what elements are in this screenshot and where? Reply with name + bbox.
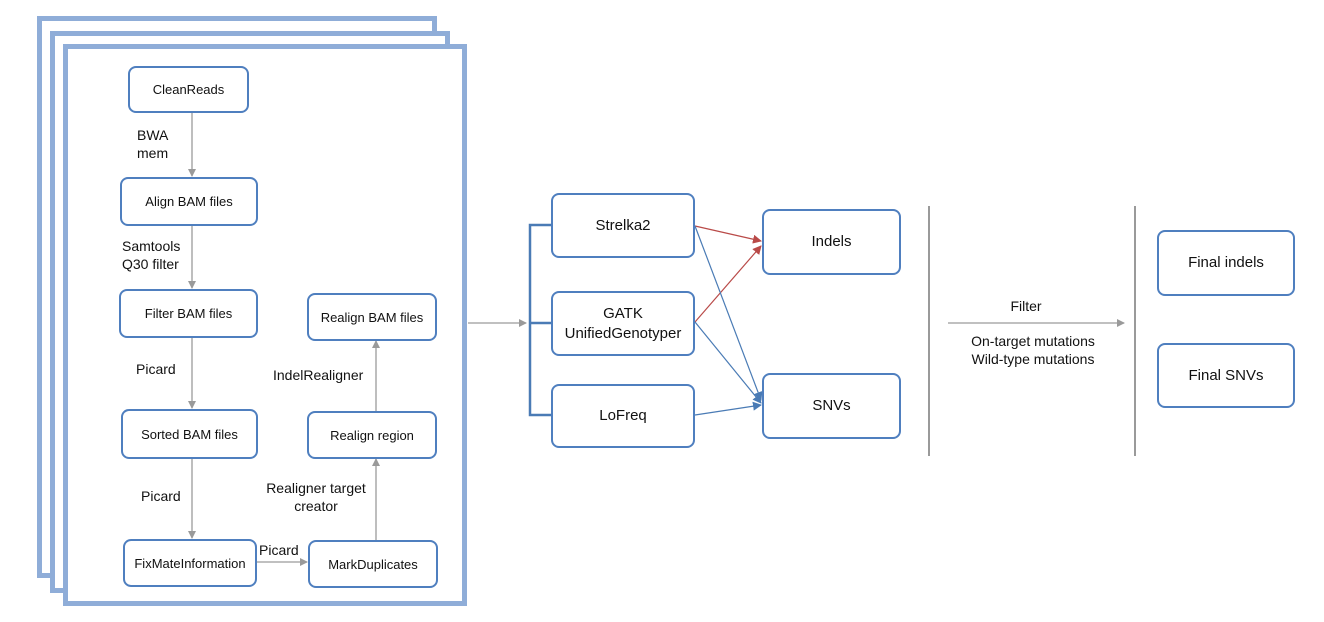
final-snvs-box: Final SNVs bbox=[1157, 343, 1295, 408]
realign-region-box: Realign region bbox=[307, 411, 437, 459]
final-indels-box: Final indels bbox=[1157, 230, 1295, 296]
fixmate-label: FixMateInformation bbox=[134, 555, 246, 571]
strelka-box: Strelka2 bbox=[551, 193, 695, 258]
bwa-mem-label: BWA mem bbox=[137, 127, 169, 161]
final-indels-label: Final indels bbox=[1188, 254, 1264, 271]
sorted-bam-label: Sorted BAM files bbox=[141, 426, 238, 442]
samtools-label: Samtools Q30 filter bbox=[122, 238, 181, 272]
align-bam-label: Align BAM files bbox=[145, 194, 233, 209]
realign-bam-label: Realign BAM files bbox=[320, 309, 424, 325]
picard-label-1: Picard bbox=[136, 361, 176, 377]
picard-label-3: Picard bbox=[259, 542, 299, 558]
indelrealigner-label: IndelRealigner bbox=[273, 367, 364, 383]
lofreq-label: LoFreq bbox=[599, 407, 647, 424]
sorted-bam-box: Sorted BAM files bbox=[121, 409, 258, 459]
arrow-gatk-to-snvs bbox=[694, 321, 762, 404]
indels-label: Indels bbox=[811, 233, 852, 250]
markdup-label: MarkDuplicates bbox=[328, 556, 418, 572]
final-snvs-label: Final SNVs bbox=[1188, 366, 1264, 384]
filter-criteria: On-target mutations Wild-type mutations bbox=[971, 333, 1095, 367]
caller-bracket bbox=[528, 223, 551, 417]
align-bam-box: Align BAM files bbox=[120, 177, 258, 226]
clean-reads-label: CleanReads bbox=[152, 82, 225, 97]
realign-region-label: Realign region bbox=[330, 427, 414, 443]
filter-bam-box: Filter BAM files bbox=[119, 289, 258, 338]
realign-bam-box: Realign BAM files bbox=[307, 293, 437, 341]
arrow-strelka-to-indels bbox=[694, 225, 762, 244]
strelka-label: Strelka2 bbox=[595, 216, 651, 234]
snvs-box: SNVs bbox=[762, 373, 901, 439]
markdup-box: MarkDuplicates bbox=[308, 540, 438, 588]
arrow-gatk-to-indels bbox=[694, 245, 762, 323]
lofreq-box: LoFreq bbox=[551, 384, 695, 448]
picard-label-2: Picard bbox=[141, 488, 181, 504]
filter-bam-label: Filter BAM files bbox=[144, 306, 233, 321]
realigner-target-label: Realigner target creator bbox=[266, 480, 366, 514]
filter-title: Filter bbox=[1010, 298, 1042, 314]
fixmate-box: FixMateInformation bbox=[123, 539, 257, 587]
gatk-label: GATK UnifiedGenotyper bbox=[564, 304, 682, 342]
gatk-box: GATK UnifiedGenotyper bbox=[551, 291, 695, 356]
arrow-strelka-to-snvs bbox=[694, 225, 763, 401]
arrow-lofreq-to-snvs bbox=[694, 401, 762, 416]
filter-divider-left bbox=[928, 206, 930, 456]
filter-divider-right bbox=[1134, 206, 1136, 456]
snvs-label: SNVs bbox=[812, 397, 851, 414]
indels-box: Indels bbox=[762, 209, 901, 275]
clean-reads-box: CleanReads bbox=[128, 66, 249, 113]
